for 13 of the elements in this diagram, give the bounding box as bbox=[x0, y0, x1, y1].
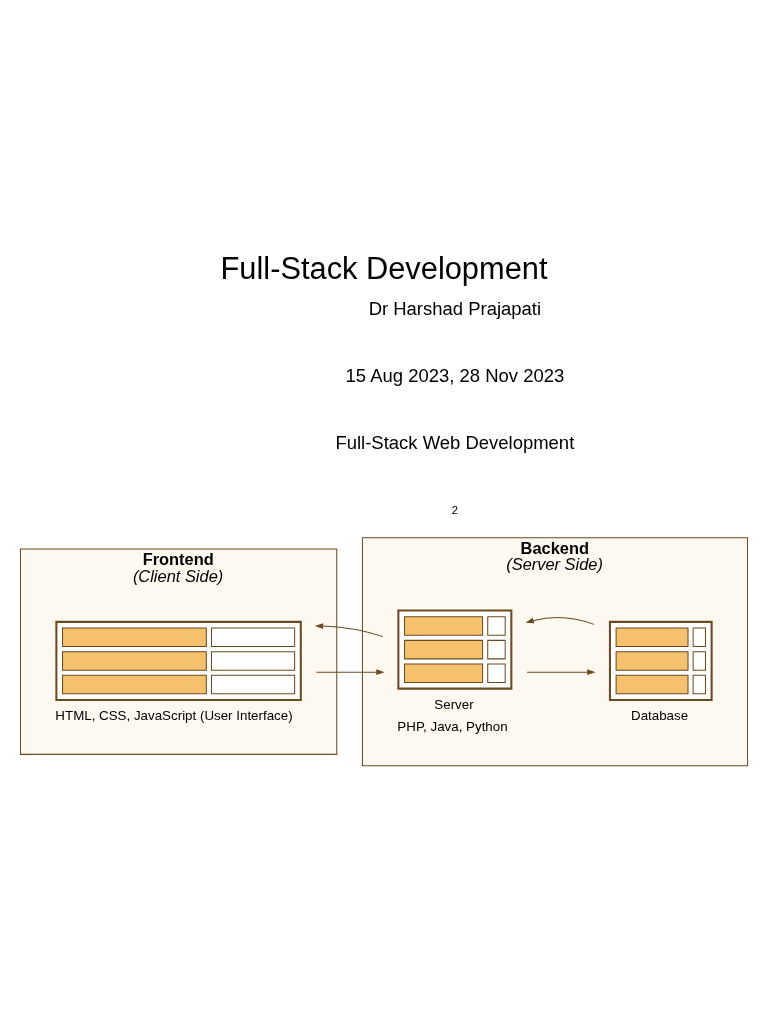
node-label: HTML, CSS, JavaScript (User Interface) bbox=[55, 707, 293, 723]
label: 2 bbox=[451, 503, 459, 516]
label: 15 Aug 2023, 28 Nov 2023 bbox=[345, 364, 565, 386]
label: Full-Stack Web Development bbox=[335, 431, 575, 453]
node-label: Database bbox=[631, 707, 689, 723]
arrow bbox=[525, 617, 595, 625]
arrow bbox=[314, 623, 384, 638]
arrow bbox=[526, 669, 596, 676]
label: Dr Harshad Prajapati bbox=[368, 298, 542, 320]
node-label: Server bbox=[434, 696, 474, 712]
node-label: PHP, Java, Python bbox=[397, 719, 508, 735]
diagram-title: Full-Stack Development bbox=[220, 250, 548, 286]
arrow bbox=[315, 669, 385, 676]
